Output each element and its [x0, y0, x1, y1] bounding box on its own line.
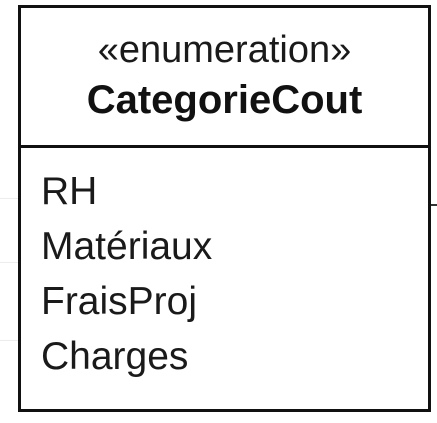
enumeration-header: «enumeration» CategorieCout	[21, 8, 428, 148]
enumeration-box[interactable]: «enumeration» CategorieCout RH Matériaux…	[18, 5, 431, 412]
background-guide-line	[0, 198, 18, 199]
literal-item: Charges	[41, 335, 189, 378]
background-guide-line	[0, 340, 18, 341]
literals-compartment: RH Matériaux FraisProj Charges	[21, 148, 428, 384]
literal-item: FraisProj	[41, 280, 198, 323]
enumeration-name: CategorieCout	[86, 78, 363, 122]
literal-item: RH	[41, 170, 98, 213]
connector-stub	[431, 204, 437, 206]
literal-item: Matériaux	[41, 225, 213, 268]
background-guide-line	[0, 262, 18, 263]
stereotype-label: «enumeration»	[97, 29, 352, 71]
